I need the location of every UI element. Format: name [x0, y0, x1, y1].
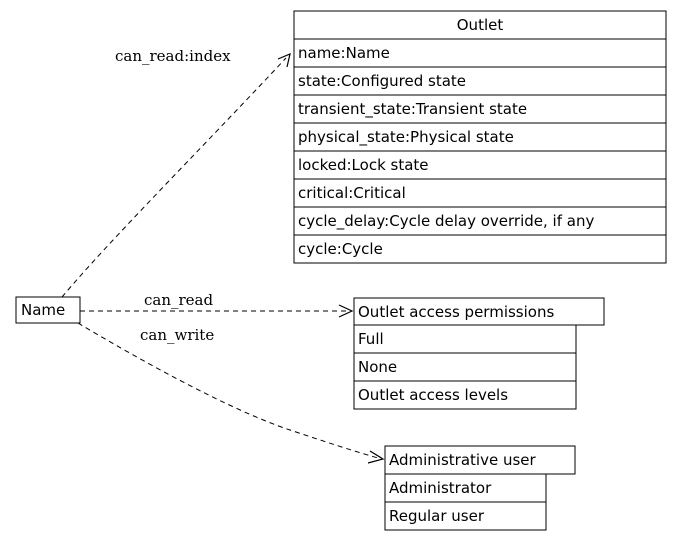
node-outlet-row-label: critical:Critical: [298, 184, 406, 202]
edge-can-read-arrowhead: [338, 304, 354, 318]
node-outlet-row-label: name:Name: [298, 44, 390, 62]
node-admin-row: [384, 473, 547, 503]
node-permissions-row: [353, 380, 577, 410]
node-outlet-row-label: locked:Lock state: [298, 156, 429, 174]
edge-name-to-admin: can_write: [77, 322, 385, 464]
node-admin-row-label: Administrator: [389, 479, 492, 497]
node-outlet-row: [293, 150, 667, 180]
node-outlet-row-label: cycle_delay:Cycle delay override, if any: [298, 212, 594, 231]
node-admin-title: Administrative user: [389, 451, 537, 469]
edge-can-write-arrowhead: [367, 450, 385, 464]
node-name-label: Name: [21, 301, 65, 319]
node-outlet-row-label: state:Configured state: [298, 72, 466, 90]
node-outlet-row: [293, 206, 667, 236]
node-outlet-access-permissions: Outlet access permissions Full None Outl…: [353, 297, 605, 410]
edge-can-read-index-arrowhead: [277, 52, 291, 68]
node-outlet-row-label: transient_state:Transient state: [298, 100, 527, 119]
edge-label-can-write: can_write: [140, 326, 214, 344]
node-outlet-row: [293, 178, 667, 208]
node-outlet: Outlet name:Name state:Configured state …: [293, 10, 667, 264]
edge-name-to-permissions: can_read: [80, 291, 354, 318]
node-permissions-row: [353, 352, 577, 382]
edge-label-can-read-index: can_read:index: [115, 47, 231, 65]
node-permissions-row-label: Outlet access levels: [358, 386, 508, 404]
node-outlet-row: [293, 38, 667, 68]
node-admin-row: [384, 501, 547, 531]
node-permissions-row-label: None: [358, 358, 397, 376]
node-name-box: [15, 296, 81, 324]
edge-label-can-read: can_read: [144, 291, 213, 309]
node-permissions-row-label: Full: [358, 330, 384, 348]
node-admin-row-label: Regular user: [389, 507, 485, 525]
node-admin-title-cell: [384, 445, 576, 475]
node-administrative-user: Administrative user Administrator Regula…: [384, 445, 576, 531]
edge-can-write-line: [77, 322, 379, 459]
node-permissions-row: [353, 324, 577, 354]
node-permissions-title: Outlet access permissions: [358, 303, 554, 321]
edge-can-read-index-line: [61, 57, 287, 298]
node-outlet-row: [293, 234, 667, 264]
edge-name-to-outlet: can_read:index: [61, 47, 291, 298]
node-outlet-row-label: cycle:Cycle: [298, 240, 383, 258]
node-outlet-title: Outlet: [457, 16, 504, 34]
node-name: Name: [15, 296, 81, 324]
node-outlet-title-cell: [293, 10, 667, 40]
node-outlet-row-label: physical_state:Physical state: [298, 128, 514, 147]
